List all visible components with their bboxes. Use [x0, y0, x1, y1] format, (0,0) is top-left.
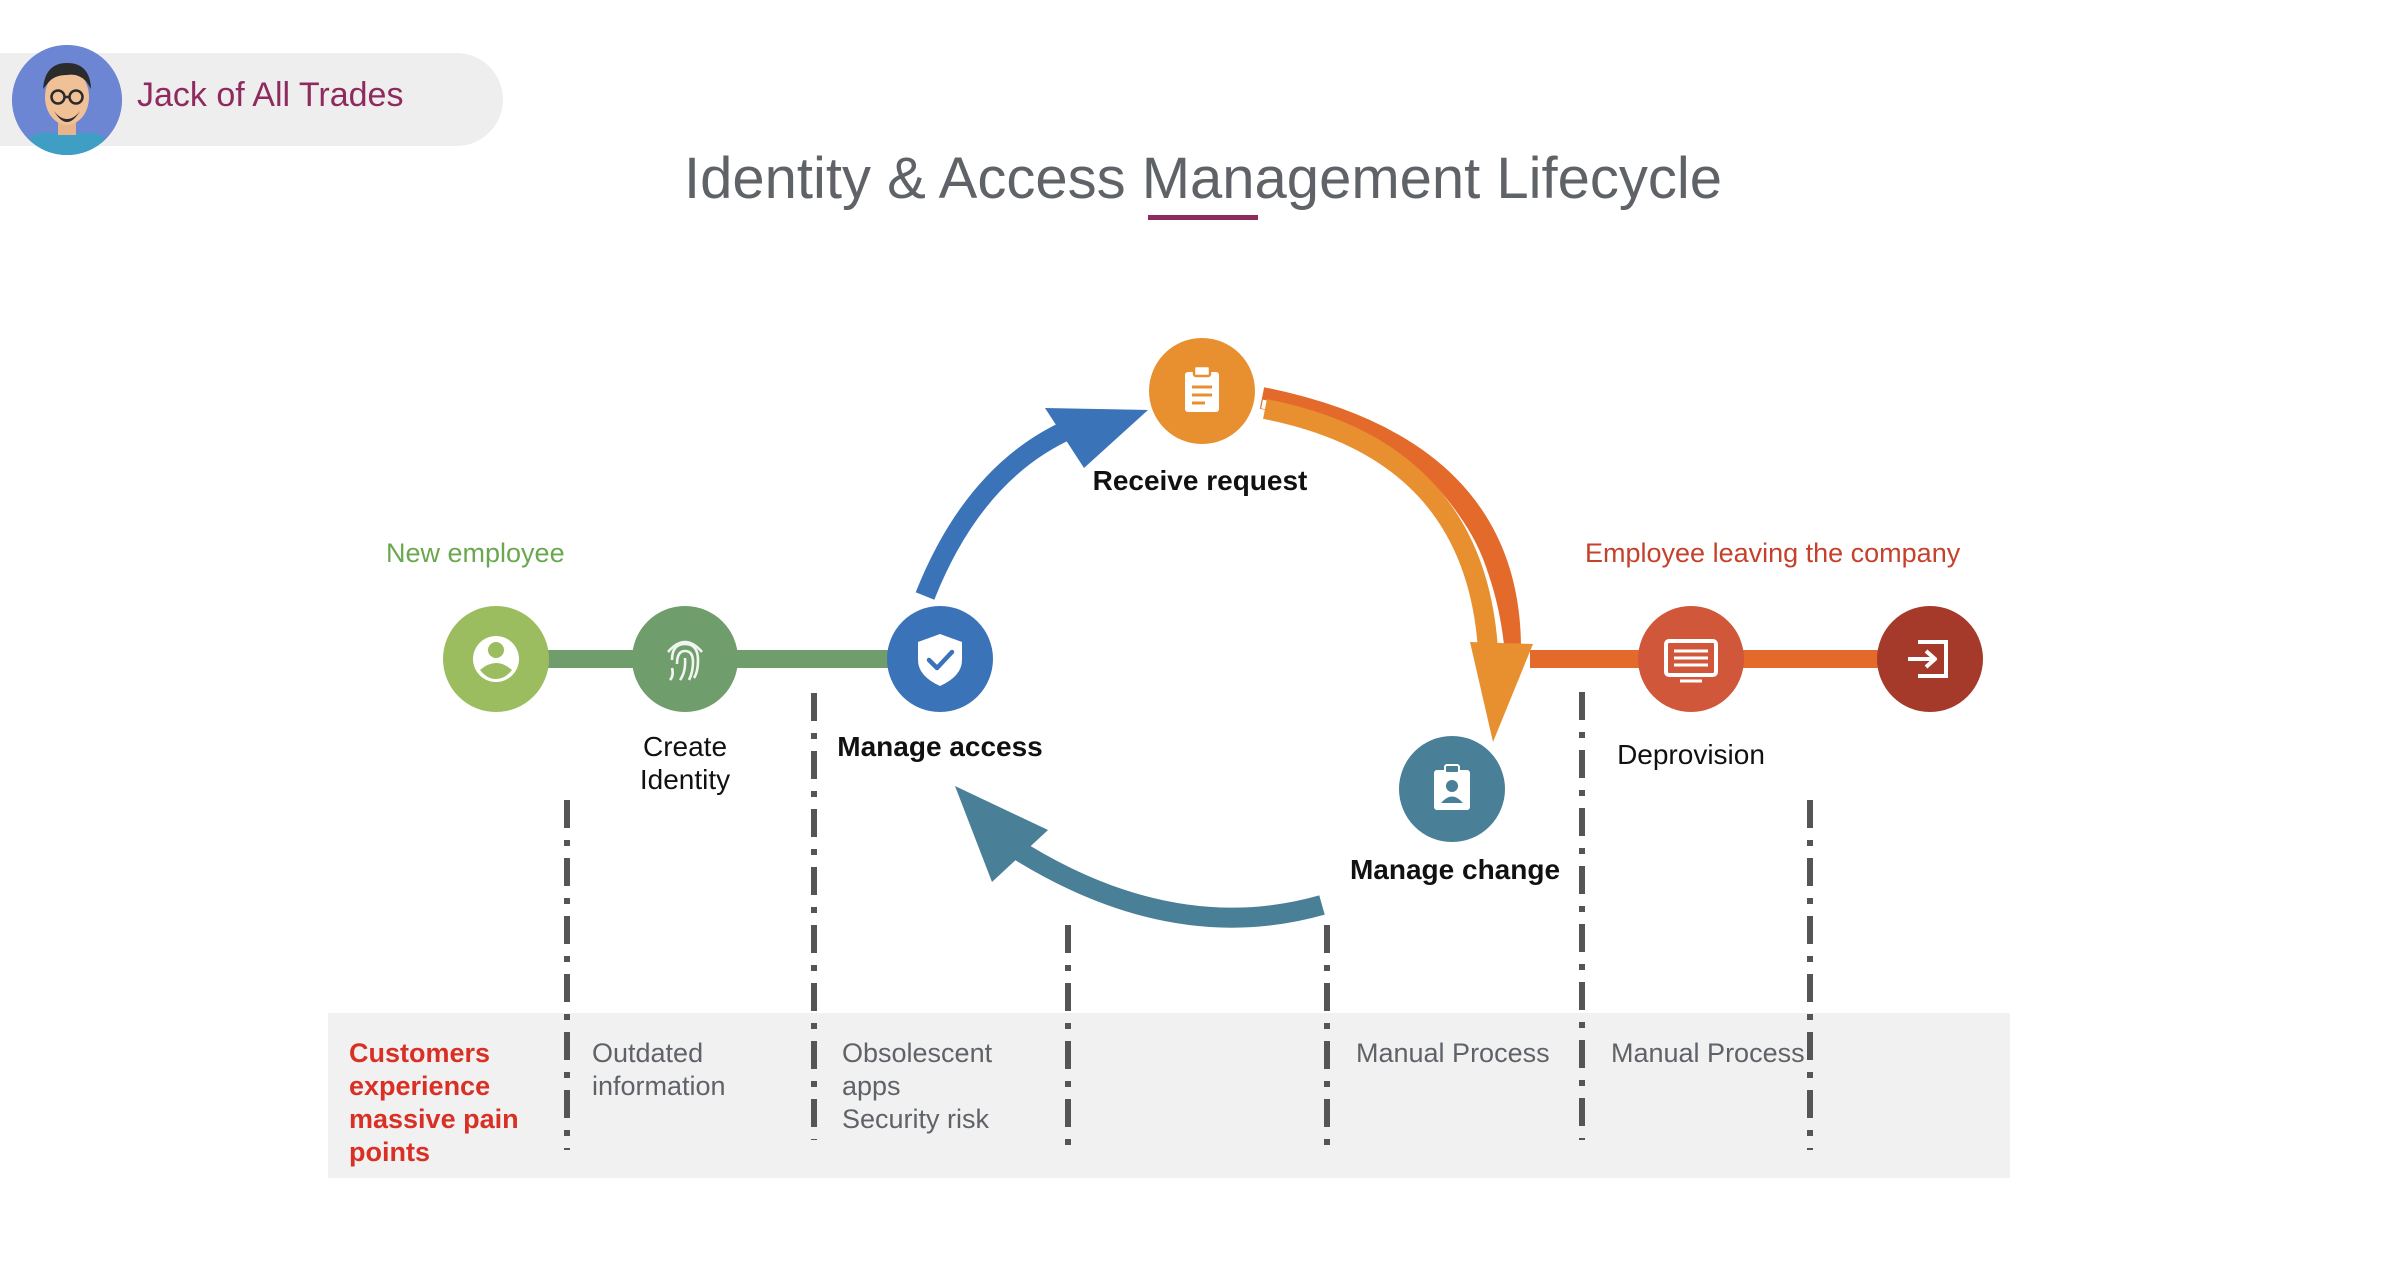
pain-points-band	[328, 1013, 2010, 1178]
arrow-head-blue	[1045, 408, 1148, 468]
shield-check-icon	[887, 606, 993, 712]
manage-access-label: Manage access	[837, 731, 1043, 762]
arrow-to-manage-change	[1263, 399, 1498, 651]
arrow-to-receive-request	[915, 418, 1077, 600]
create-identity-label: Create Identity	[639, 731, 731, 795]
leaving-company-label: Employee leaving the company	[1585, 538, 1961, 568]
title-underline	[1148, 215, 1258, 220]
clipboard-icon	[1149, 338, 1255, 444]
pain-point-outdated: Outdated information	[592, 1038, 726, 1101]
channel-name: Jack of All Trades	[137, 76, 404, 114]
monitor-list-icon	[1638, 606, 1744, 712]
new-employee-label: New employee	[386, 538, 565, 568]
arrow-to-deprovision	[1259, 387, 1521, 650]
receive-request-label: Receive request	[1092, 465, 1308, 496]
id-badge-icon	[1399, 736, 1505, 842]
arrow-to-manage-access	[1004, 836, 1325, 928]
page-title: Identity & Access Management Lifecycle	[683, 146, 1723, 211]
pain-points-heading: Customers experience massive pain points	[349, 1038, 519, 1167]
exit-icon	[1877, 606, 1983, 712]
deprovision-label: Deprovision	[1617, 739, 1765, 770]
arrow-head-orange	[1470, 642, 1533, 742]
person-icon	[443, 606, 549, 712]
pain-point-separators	[564, 692, 1813, 1150]
pain-point-manual-deprovision: Manual Process	[1611, 1038, 1805, 1068]
avatar	[12, 45, 122, 155]
pain-point-obsolescent: Obsolescent apps Security risk	[842, 1038, 993, 1134]
arrow-head-teal	[955, 786, 1048, 882]
pain-point-manual-change: Manual Process	[1356, 1038, 1550, 1068]
manage-change-label: Manage change	[1349, 854, 1561, 885]
fingerprint-icon	[632, 606, 738, 712]
